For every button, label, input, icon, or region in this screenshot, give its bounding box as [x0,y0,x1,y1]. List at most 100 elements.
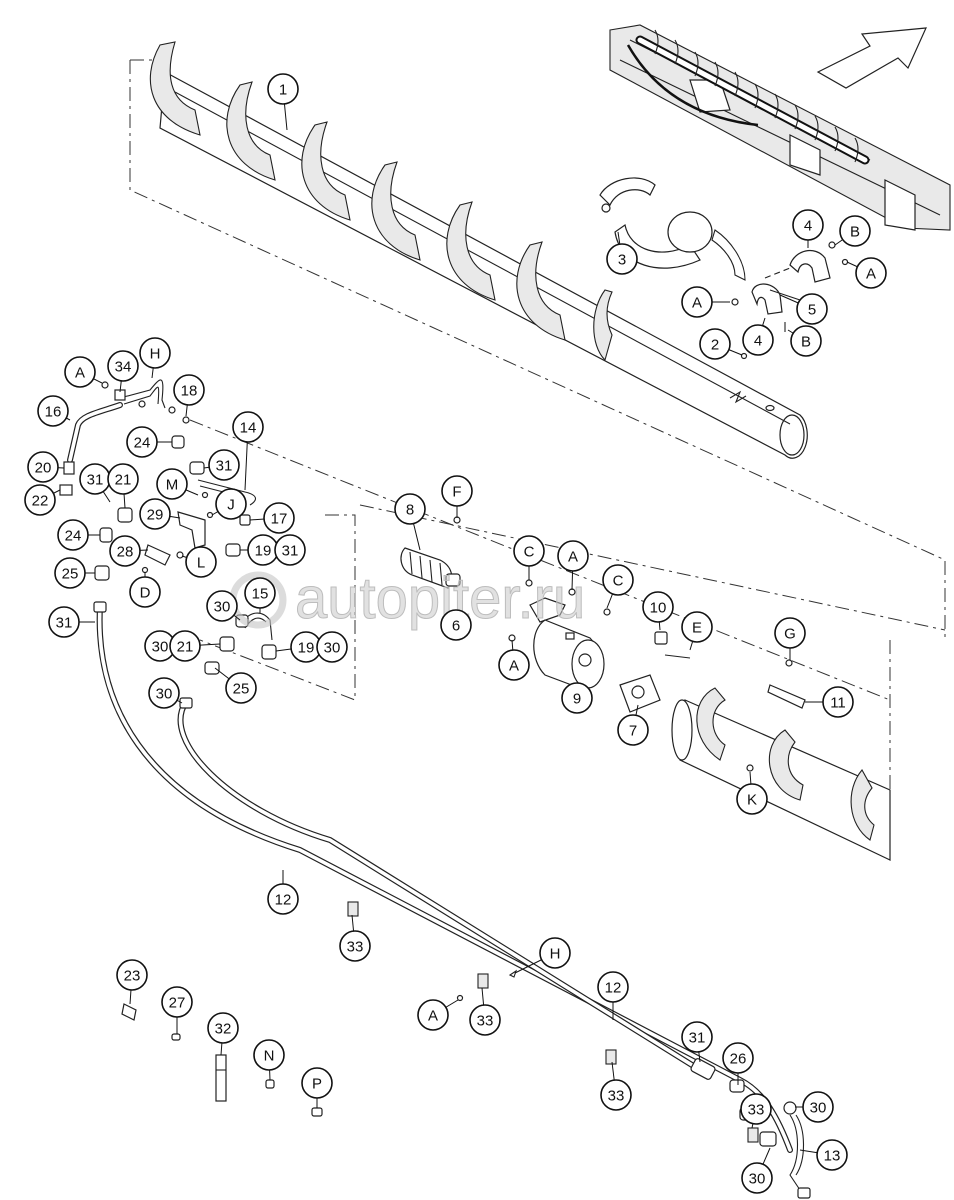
callout-circle [816,1139,848,1171]
callout-cH1: H [139,337,171,369]
watermark: autopiter.ru [229,566,586,632]
callout-label: 5 [808,302,816,319]
callout-c20: 20 [27,451,59,483]
callout-label: A [866,266,876,283]
callout-circle [539,937,571,969]
callout-label: 14 [240,420,257,437]
callout-label: B [801,334,811,351]
callout-circle [126,426,158,458]
callout-cG: G [774,617,806,649]
callout-c5: 5 [796,293,828,325]
callout-circle [208,449,240,481]
callout-cE: E [681,611,713,643]
callout-c30b: 30 [144,630,176,662]
callout-label: 10 [650,600,667,617]
callout-circle [263,502,295,534]
callout-circle [600,1079,632,1111]
part-4-5-bracket [731,241,849,360]
motor-assembly [400,516,806,713]
callout-circle [206,590,238,622]
callout-label: 11 [830,695,846,712]
callout-c11: 11 [822,686,854,718]
callout-circle [681,611,713,643]
callout-cN: N [253,1039,285,1071]
callout-circle [139,337,171,369]
callout-circle [148,677,180,709]
callout-circle [617,714,649,746]
callout-label: 24 [134,435,151,452]
callout-circle [173,374,205,406]
callout-circle [642,591,674,623]
callout-c31a: 31 [79,463,111,495]
callout-cP: P [301,1067,333,1099]
callout-c18: 18 [173,374,205,406]
callout-label: 25 [233,681,250,698]
callout-circle [274,534,306,566]
callout-c31b: 31 [208,449,240,481]
callout-c28: 28 [109,535,141,567]
callout-cC1: C [513,535,545,567]
callout-circle [301,1067,333,1099]
callout-c4b: 4 [742,324,774,356]
callout-label: 26 [730,1051,747,1068]
callout-c25b: 25 [225,672,257,704]
callout-label: G [784,626,796,643]
callout-label: M [166,477,179,494]
callout-cK: K [736,783,768,815]
callout-label: 1 [279,82,287,99]
callout-circle [267,883,299,915]
callout-c8: 8 [394,493,426,525]
callout-circle [699,328,731,360]
callout-circle [498,649,530,681]
callout-label: 30 [749,1171,766,1188]
callout-circle [225,672,257,704]
callout-c15: 15 [244,577,276,609]
callout-label: D [140,585,151,602]
callout-label: K [747,792,757,809]
callout-circle [107,350,139,382]
callout-label: 4 [804,218,812,235]
auger-tube [149,41,808,459]
callout-cAb: A [681,286,713,318]
callout-circle [232,411,264,443]
callout-label: 17 [271,511,288,528]
callout-label: 31 [216,458,233,475]
callout-label: 30 [810,1100,827,1117]
callout-c4a: 4 [792,209,824,241]
callout-label: 21 [177,639,194,656]
callout-label: N [264,1048,275,1065]
callout-circle [839,215,871,247]
callout-label: 30 [214,599,231,616]
callout-c23: 23 [116,959,148,991]
callout-circle [107,463,139,495]
callout-c33c: 33 [740,1093,772,1125]
callout-circle [244,577,276,609]
callout-c31e: 31 [681,1021,713,1053]
callout-label: 33 [748,1102,765,1119]
callout-label: A [568,549,578,566]
callout-cJ: J [215,488,247,520]
callout-label: 7 [629,723,637,740]
callout-circle [207,1012,239,1044]
callout-cA2: A [557,540,589,572]
callout-label: 9 [573,691,581,708]
callout-circle [267,73,299,105]
callout-c32: 32 [207,1012,239,1044]
callout-circle [64,356,96,388]
callout-label: 31 [56,615,73,632]
hydraulic-hoses [93,601,811,1199]
callout-label: P [312,1076,322,1093]
auger-flights [149,41,613,362]
callout-c12b: 12 [597,971,629,1003]
callout-c33a: 33 [339,930,371,962]
callout-c21a: 21 [107,463,139,495]
callout-label: 32 [215,1021,232,1038]
callout-circle [109,535,141,567]
callout-c13: 13 [816,1139,848,1171]
callout-circle [185,546,217,578]
callout-label: 30 [152,639,169,656]
callout-circle [129,576,161,608]
callout-c30c: 30 [316,631,348,663]
callout-label: 3 [618,252,626,269]
callout-label: E [692,620,702,637]
